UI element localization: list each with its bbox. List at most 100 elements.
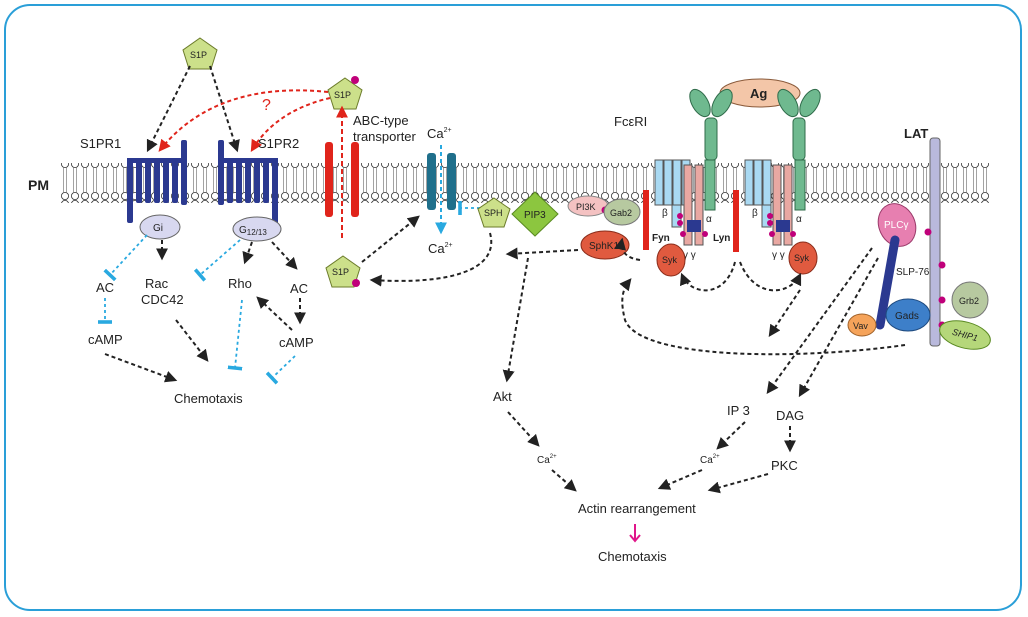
svg-text:PIP3: PIP3 [524, 210, 546, 221]
grb2 [951, 281, 989, 319]
arrow-g-ac [271, 241, 298, 270]
s1pr1-label: S1PR1 [80, 136, 121, 151]
ag-label: Ag [750, 86, 767, 101]
arrow-akt-ca [507, 411, 540, 447]
g1213-protein [232, 216, 282, 242]
ca-top: Ca2+ [427, 126, 452, 141]
alpha-right: α [796, 214, 802, 225]
plcg [877, 203, 917, 247]
chemotaxis-bottom: Chemotaxis [598, 549, 667, 564]
phospho-dots [677, 213, 796, 237]
cdc42-label: CDC42 [141, 292, 184, 307]
red-arrow-to-s1pr1 [158, 89, 329, 152]
gi-protein [139, 214, 181, 240]
pkc-label: PKC [771, 458, 798, 473]
ca-channel-left [427, 153, 436, 210]
inhibit-gi-ac [103, 234, 148, 282]
syk-right-label: Syk [794, 253, 810, 263]
gi-label: Gi [153, 223, 163, 234]
s1p-phospho-ligand: S1P [327, 76, 363, 110]
abc-label-2: transporter [353, 129, 417, 144]
inhibit-camp-chemotaxis [265, 355, 296, 385]
gab2-label: Gab2 [610, 208, 632, 218]
syk-left-label: Syk [662, 255, 678, 265]
arrow-ca-actin-right [657, 469, 703, 490]
sphk1-label: SphK1 [589, 241, 619, 252]
arrow-camp-rho [256, 296, 293, 331]
beta-left: β [662, 208, 668, 219]
fyn-label: Fyn [652, 233, 670, 244]
arrow-actin-chemotaxis [629, 524, 641, 543]
arrow-plcg-ip3 [766, 247, 873, 394]
lat-protein [929, 137, 941, 347]
arrow-sphk1-akt [505, 247, 579, 260]
gads-label: Gads [895, 311, 919, 322]
inhibit-g1213 [193, 239, 241, 282]
ship1 [939, 320, 991, 350]
diagram-frame [4, 4, 1022, 611]
ca-channel-right [447, 153, 456, 210]
vav-label: Vav [853, 321, 868, 331]
arrow-ip3-ca [716, 421, 746, 450]
rac-label: Rac [145, 276, 169, 291]
beta-right: β [752, 208, 758, 219]
svg-text:S1P: S1P [332, 267, 349, 277]
arrow-syk-to-lat [768, 289, 801, 337]
slp76-bar [875, 235, 900, 330]
abc-transporter-right [351, 142, 359, 217]
pm-label: PM [28, 177, 49, 193]
syk-right [788, 241, 818, 275]
dag-label: DAG [776, 408, 804, 423]
arrow-plcg-dag [798, 257, 879, 398]
arrow-ca-actin [551, 469, 577, 492]
s1pr1-receptor [127, 140, 187, 223]
gamma-left: γ γ [683, 250, 696, 261]
lyn-label: Lyn [713, 233, 730, 244]
arrow-pkc-actin [707, 473, 769, 494]
plcg-label: PLCγ [884, 220, 908, 231]
plasma-membrane [60, 163, 990, 203]
s1p-ligand-top: S1P [182, 37, 218, 70]
s1p-intracellular: S1P [325, 255, 361, 288]
arrow-lat-fyn [619, 278, 906, 356]
red-arrow-to-s1pr2 [250, 97, 331, 153]
fyn-bar [643, 190, 649, 250]
ip3-label: IP 3 [727, 403, 750, 418]
svg-text:S1P: S1P [190, 50, 207, 60]
grb2-label: Grb2 [959, 296, 979, 306]
gamma-right: γ γ [772, 250, 785, 261]
fceri-chains-right [744, 159, 806, 246]
ac-right: AC [290, 281, 308, 296]
rho-label: Rho [228, 276, 252, 291]
abc-label-1: ABC-type [353, 113, 409, 128]
vav [847, 313, 877, 337]
chemotaxis-left: Chemotaxis [174, 391, 243, 406]
ige-right [777, 88, 821, 161]
actin-rearrangement: Actin rearrangement [578, 501, 696, 516]
gab2 [603, 198, 641, 226]
gads [885, 298, 931, 332]
abc-transporter-left [325, 142, 333, 217]
pi3k-label: PI3K [576, 202, 596, 212]
s1pr2-label: S1PR2 [258, 136, 299, 151]
ca-right: Ca2+ [700, 454, 720, 466]
arrow-fyn-gab2 [614, 237, 641, 261]
lyn-bar [733, 190, 739, 252]
ige-left [689, 88, 733, 161]
s1pr2-receptor [218, 140, 278, 226]
inhibit-rho-chemotaxis [227, 299, 243, 371]
alpha-left: α [706, 214, 712, 225]
camp-left: cAMP [88, 332, 123, 347]
slp76-label: SLP-76 [896, 267, 930, 278]
arrow-rac-chemotaxis [175, 319, 209, 362]
pip3-diamond: PIP3 [511, 191, 559, 237]
ca-mid: Ca2+ [537, 454, 557, 466]
syk-left [656, 243, 686, 277]
fceri-chains-left [654, 159, 716, 246]
svg-text:S1P: S1P [334, 90, 351, 100]
arrow-sph-to-s1p [369, 232, 493, 287]
ca-bottom: Ca2+ [428, 241, 453, 256]
arrow-pi3k-akt [502, 257, 529, 383]
arrow-s1p-to-s1pr2 [209, 65, 240, 153]
